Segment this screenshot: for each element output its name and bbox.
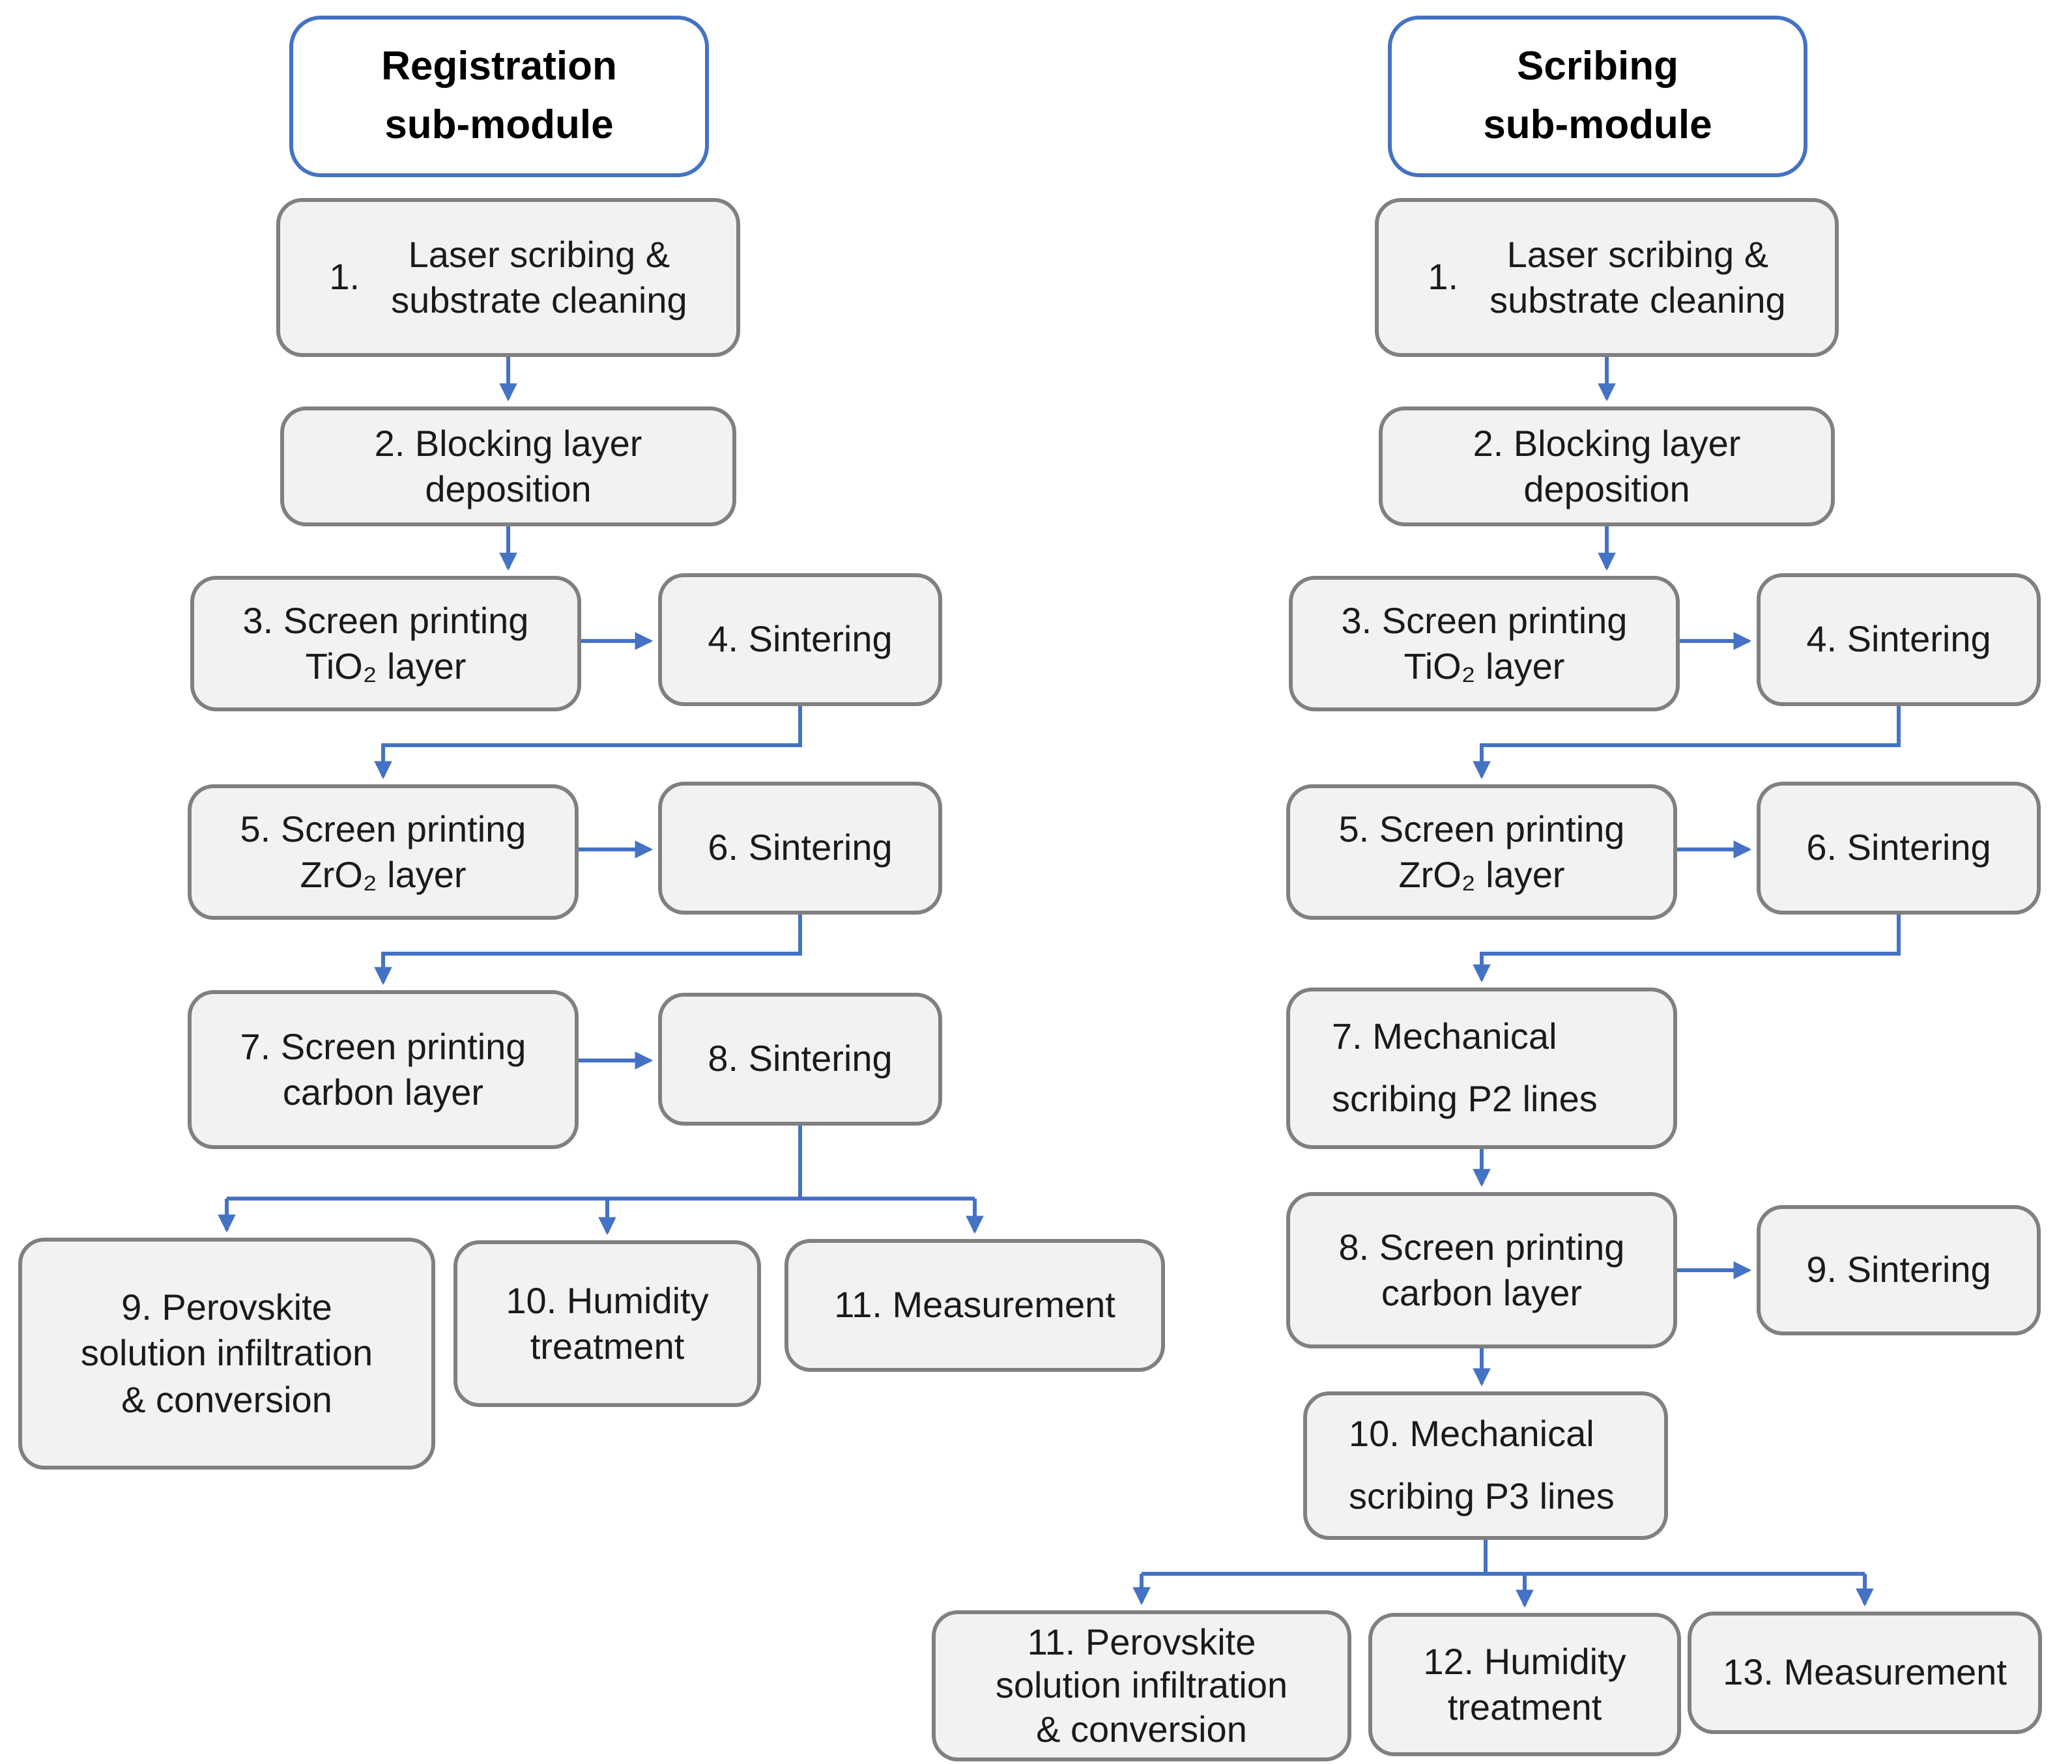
reg-node-3: 3. Screen printing TiO₂ layer: [190, 576, 581, 711]
reg-node-1: 1. Laser scribing & substrate cleaning: [276, 198, 740, 357]
arrow-reg-6-7: [374, 915, 802, 986]
scr-node-5: 5. Screen printing ZrO₂ layer: [1286, 784, 1677, 920]
reg-node-7: 7. Screen printing carbon layer: [188, 990, 579, 1149]
scr-node-2: 2. Blocking layer deposition: [1379, 406, 1835, 526]
scr-node-8: 8. Screen printing carbon layer: [1286, 1192, 1677, 1348]
branch-scr: [1142, 1540, 1865, 1576]
scr-node-13: 13. Measurement: [1688, 1612, 2042, 1734]
scr-node-7: 7. Mechanical scribing P2 lines: [1286, 988, 1677, 1149]
scr-node-1-label: Laser scribing & substrate cleaning: [1489, 234, 1786, 320]
scr-node-4: 4. Sintering: [1757, 573, 2041, 706]
scr-node-3: 3. Screen printing TiO₂ layer: [1289, 576, 1680, 711]
reg-node-10: 10. Humidity treatment: [453, 1240, 761, 1407]
branch-reg: [227, 1126, 975, 1201]
reg-node-4: 4. Sintering: [658, 573, 942, 706]
reg-node-11: 11. Measurement: [784, 1239, 1165, 1372]
reg-node-1-label: Laser scribing & substrate cleaning: [391, 234, 687, 320]
scr-node-10: 10. Mechanical scribing P3 lines: [1303, 1391, 1668, 1540]
scr-node-12: 12. Humidity treatment: [1368, 1613, 1681, 1756]
reg-node-5: 5. Screen printing ZrO₂ layer: [188, 784, 579, 920]
reg-node-1-number: 1.: [329, 257, 360, 298]
scr-node-1-number: 1.: [1428, 257, 1459, 298]
scr-node-6: 6. Sintering: [1757, 782, 2041, 915]
reg-node-8: 8. Sintering: [658, 993, 942, 1126]
scr-node-11: 11. Perovskite solution infiltration & c…: [932, 1610, 1351, 1761]
arrow-reg-4-5: [374, 706, 802, 780]
reg-node-2: 2. Blocking layer deposition: [280, 406, 736, 526]
reg-node-6: 6. Sintering: [658, 782, 942, 915]
arrow-scr-6-7: [1473, 915, 1901, 983]
registration-title-box: Registration sub-module: [289, 16, 709, 177]
scribing-title-box: Scribing sub-module: [1388, 16, 1807, 177]
scr-node-1: 1. Laser scribing & substrate cleaning: [1375, 198, 1839, 357]
reg-node-9: 9. Perovskite solution infiltration & co…: [18, 1238, 435, 1470]
arrow-scr-4-5: [1473, 706, 1901, 780]
scr-node-9: 9. Sintering: [1757, 1205, 2041, 1335]
